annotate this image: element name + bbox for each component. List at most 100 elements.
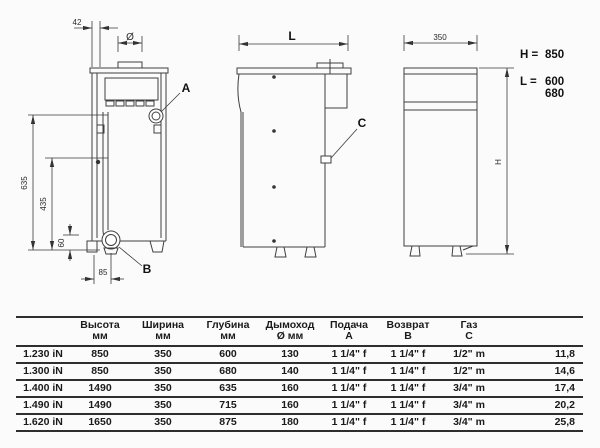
label-connection-c: C bbox=[358, 116, 367, 130]
cell: 850 bbox=[91, 365, 109, 377]
side-right-foot bbox=[451, 245, 463, 257]
side-section-view: 42 Ø bbox=[20, 18, 191, 284]
cell: 350 bbox=[154, 365, 172, 377]
cell: 1 1/4" f bbox=[390, 399, 426, 411]
legend-l-value-top: 600 bbox=[545, 76, 564, 88]
cell: 1 1/4" f bbox=[390, 382, 426, 394]
connection-c-fitting bbox=[320, 155, 332, 164]
side-left-foot bbox=[409, 245, 421, 257]
cell-model: 1.400 iN bbox=[23, 382, 63, 394]
cell: 1 1/4" f bbox=[331, 416, 367, 428]
cell: 3/4" m bbox=[453, 399, 485, 411]
burner-strip bbox=[105, 100, 155, 107]
cell: 1490 bbox=[88, 382, 112, 394]
front-panel-screws bbox=[272, 75, 276, 243]
cell-model: 1.620 iN bbox=[23, 416, 63, 428]
cell: 180 bbox=[281, 416, 299, 428]
front-right-foot bbox=[304, 246, 317, 258]
cell: 350 bbox=[154, 399, 172, 411]
front-view: L C bbox=[236, 29, 367, 258]
legend-h-value: 850 bbox=[545, 49, 564, 61]
cell-model: 1.300 iN bbox=[23, 365, 63, 377]
left-foot bbox=[86, 240, 98, 253]
top-cap bbox=[89, 67, 169, 74]
col-header-model bbox=[16, 317, 70, 346]
cell: 11,8 bbox=[555, 348, 575, 360]
front-left-foot bbox=[274, 246, 287, 258]
table-row: 1.400 iN 1490 350 635 160 1 1/4" f 1 1/4… bbox=[16, 380, 583, 397]
combustion-chamber bbox=[104, 77, 159, 101]
cell-model: 1.230 iN bbox=[23, 348, 63, 360]
cell: 680 bbox=[219, 365, 237, 377]
cell: 1 1/4" f bbox=[331, 365, 367, 377]
cell-model: 1.490 iN bbox=[23, 399, 63, 411]
cell: 875 bbox=[219, 416, 237, 428]
dim-60-label: 60 bbox=[57, 238, 66, 247]
cell: 160 bbox=[281, 399, 299, 411]
side-body bbox=[403, 67, 478, 247]
table-row: 1.620 iN 1650 350 875 180 1 1/4" f 1 1/4… bbox=[16, 414, 583, 431]
cell: 160 bbox=[281, 382, 299, 394]
dimension-legend: H = 850 L = 600 680 bbox=[520, 49, 564, 100]
top-panel bbox=[236, 67, 352, 75]
cell: 1 1/4" f bbox=[331, 348, 367, 360]
connection-b-flange bbox=[103, 247, 119, 255]
label-connection-b: B bbox=[143, 262, 152, 276]
cell: 1490 bbox=[88, 399, 112, 411]
col-header-last bbox=[500, 317, 583, 346]
cell: 1650 bbox=[88, 416, 112, 428]
cell: 715 bbox=[219, 399, 237, 411]
flue-collar bbox=[117, 61, 143, 69]
dim-435-label: 435 bbox=[39, 197, 48, 211]
screw-dot bbox=[95, 159, 101, 165]
cell: 350 bbox=[154, 416, 172, 428]
cell: 140 bbox=[281, 365, 299, 377]
table-row: 1.490 iN 1490 350 715 160 1 1/4" f 1 1/4… bbox=[16, 397, 583, 414]
boiler-dimensions-diagram: 42 Ø bbox=[20, 18, 564, 284]
cell: 17,4 bbox=[554, 382, 575, 394]
dim-42-label: 42 bbox=[73, 18, 82, 27]
cell: 350 bbox=[154, 382, 172, 394]
cell: 130 bbox=[281, 348, 299, 360]
cell: 1 1/4" f bbox=[390, 348, 426, 360]
flue-diameter-symbol: Ø bbox=[126, 32, 134, 43]
dim-635-label: 635 bbox=[20, 176, 29, 190]
cell: 1 1/4" f bbox=[331, 399, 367, 411]
dim-l-label: L bbox=[288, 29, 295, 43]
cell: 350 bbox=[154, 348, 172, 360]
legend-l-value-bottom: 680 bbox=[545, 88, 564, 100]
cell: 3/4" m bbox=[453, 382, 485, 394]
cell: 1 1/4" f bbox=[390, 365, 426, 377]
dim-350-label: 350 bbox=[433, 33, 447, 42]
label-connection-a: A bbox=[182, 81, 191, 95]
side-view: 350 H bbox=[403, 33, 514, 257]
cell: 1/2" m bbox=[453, 348, 485, 360]
cell: 1 1/4" f bbox=[331, 382, 367, 394]
cell: 25,8 bbox=[554, 416, 575, 428]
smoke-box bbox=[324, 73, 348, 109]
cell: 1 1/4" f bbox=[390, 416, 426, 428]
dim-h-label: H bbox=[494, 159, 503, 165]
legend-l-label: L = bbox=[520, 76, 537, 88]
cell: 14,6 bbox=[554, 365, 575, 377]
dim-85-label: 85 bbox=[99, 268, 108, 277]
table-row: 1.300 iN 850 350 680 140 1 1/4" f 1 1/4"… bbox=[16, 363, 583, 380]
cell: 850 bbox=[91, 348, 109, 360]
right-foot bbox=[149, 240, 165, 253]
legend-h-label: H = bbox=[520, 49, 539, 61]
table-row: 1.230 iN 850 350 600 130 1 1/4" f 1 1/4"… bbox=[16, 346, 583, 363]
cell: 600 bbox=[219, 348, 237, 360]
connection-b-port-icon bbox=[101, 230, 121, 250]
cell: 20,2 bbox=[554, 399, 575, 411]
cell: 635 bbox=[219, 382, 237, 394]
